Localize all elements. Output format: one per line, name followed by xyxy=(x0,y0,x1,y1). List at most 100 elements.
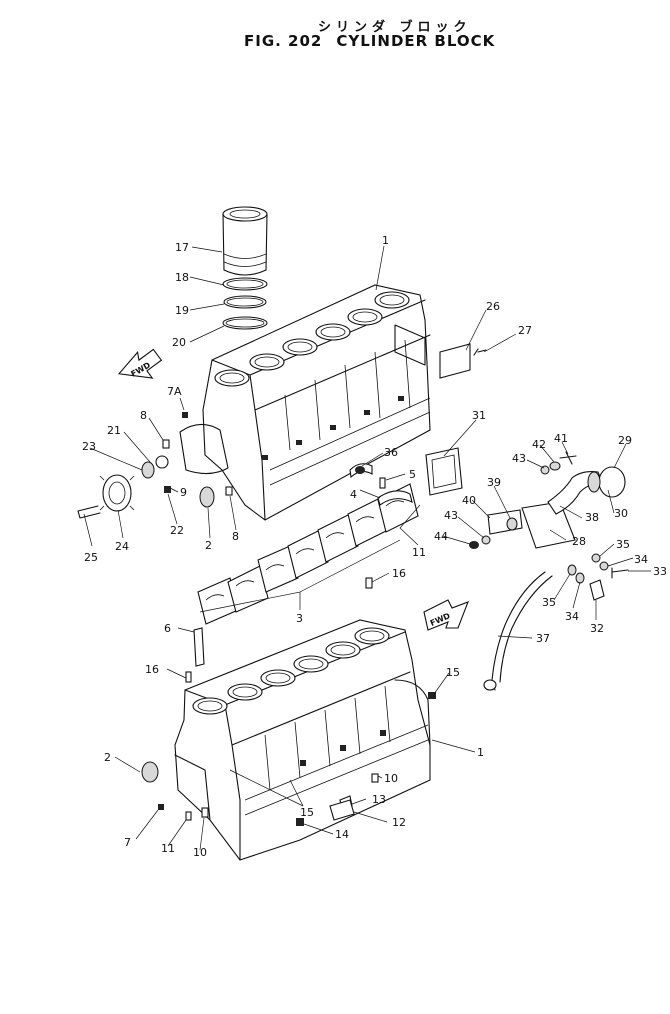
seal-39 xyxy=(506,517,518,531)
dowel-5 xyxy=(379,477,386,489)
callout-13-plug: 13 xyxy=(372,793,386,806)
pin-22 xyxy=(164,486,171,493)
callout-2-seal-upper: 2 xyxy=(205,539,212,552)
figure-name: CYLINDER BLOCK xyxy=(336,32,496,50)
liner-ring-18 xyxy=(222,277,268,291)
fwd-direction-arrow-upper: FWD xyxy=(117,348,163,379)
japanese-subtitle: シリンダ ブロック xyxy=(318,20,472,35)
callout-21-bushing: 21 xyxy=(107,424,121,437)
plug-12 xyxy=(329,799,355,821)
bolt-27 xyxy=(473,348,487,356)
callout-10-plug-upper: 10 xyxy=(384,772,398,785)
callout-38-filler-tube: 38 xyxy=(585,511,599,524)
plug-15-upper xyxy=(428,692,436,699)
o-ring-19 xyxy=(223,295,267,309)
dowel-16-lower xyxy=(185,671,192,683)
plug-7 xyxy=(158,804,164,810)
callout-4-bearing: 4 xyxy=(350,488,357,501)
bolt-41 xyxy=(559,451,577,465)
callout-32-bolt: 32 xyxy=(590,622,604,635)
callout-17-cylinder-liner: 17 xyxy=(175,241,189,254)
callout-labels: 1 17 18 19 20 26 27 7A 8 21 23 9 22 25 2… xyxy=(82,234,667,859)
callout-7-plug: 7 xyxy=(124,836,131,849)
callout-25-bolt: 25 xyxy=(84,551,98,564)
figure-title: FIG. 202 CYLINDER BLOCK xyxy=(244,32,495,50)
callout-2-seal-lower: 2 xyxy=(104,751,111,764)
gauge-guide-37 xyxy=(491,571,553,691)
callout-31-gasket: 31 xyxy=(472,409,486,422)
seal-2-upper xyxy=(199,486,215,508)
o-ring-20 xyxy=(222,316,268,330)
plug-8-upper xyxy=(162,439,170,449)
callout-29-filler-cap: 29 xyxy=(618,434,632,447)
callout-8-plug-upper: 8 xyxy=(140,409,147,422)
callout-34-washer-upper: 34 xyxy=(634,553,648,566)
callout-26-cover: 26 xyxy=(486,300,500,313)
callout-15-plug-upper: 15 xyxy=(446,666,460,679)
gasket-30 xyxy=(587,471,601,493)
callout-6-bolt: 6 xyxy=(164,622,171,635)
plug-8-lower xyxy=(225,486,233,496)
callout-9-part: 9 xyxy=(180,486,187,499)
bracket-28 xyxy=(521,501,576,549)
callout-10-plug-lower: 10 xyxy=(193,846,207,859)
leader-lines xyxy=(83,245,651,851)
callout-35-washer-lower: 35 xyxy=(542,596,556,609)
callout-35-washer-upper: 35 xyxy=(616,538,630,551)
washer-35-lower xyxy=(567,564,577,576)
callout-39-seal: 39 xyxy=(487,476,501,489)
callout-36-nut: 36 xyxy=(384,446,398,459)
callout-43-washer-lower: 43 xyxy=(444,509,458,522)
main-bearing-caps-3 xyxy=(197,483,419,625)
bushing-21 xyxy=(155,455,169,469)
dowel-16-upper xyxy=(365,577,373,589)
callout-28-bracket: 28 xyxy=(572,535,586,548)
callout-34-washer-lower: 34 xyxy=(565,610,579,623)
cover-plate-26 xyxy=(439,343,471,379)
filler-cap-29 xyxy=(598,466,626,498)
callout-40-plate: 40 xyxy=(462,494,476,507)
gasket-31 xyxy=(425,447,463,496)
washer-35-upper xyxy=(591,553,601,563)
bolt-6 xyxy=(193,627,205,667)
plug-10-lower xyxy=(201,807,209,818)
callout-19-o-ring: 19 xyxy=(175,304,189,317)
callout-23-washer: 23 xyxy=(82,440,96,453)
callout-41-bolt: 41 xyxy=(554,432,568,445)
washer-23 xyxy=(141,461,155,479)
bolt-32 xyxy=(589,579,605,601)
dowel-11-lower xyxy=(185,811,192,821)
callout-3-bearing-caps: 3 xyxy=(296,612,303,625)
washer-34-lower xyxy=(575,572,585,584)
timing-gear-24 xyxy=(99,474,135,512)
callout-33-bolt: 33 xyxy=(653,565,667,578)
callout-8-plug-lower: 8 xyxy=(232,530,239,543)
callout-20-o-ring: 20 xyxy=(172,336,186,349)
callout-24-timing-gear: 24 xyxy=(115,540,129,553)
callout-42-washer: 42 xyxy=(532,438,546,451)
figure-number: FIG. 202 xyxy=(244,32,323,50)
callout-37-gauge-guide: 37 xyxy=(536,632,550,645)
callout-16-dowel-upper: 16 xyxy=(392,567,406,580)
callout-1-lower-block: 1 xyxy=(477,746,484,759)
callout-43-washer-upper: 43 xyxy=(512,452,526,465)
callout-11-dowel-lower: 11 xyxy=(161,842,175,855)
callout-14-plug: 14 xyxy=(335,828,349,841)
callout-22-pin: 22 xyxy=(170,524,184,537)
callout-27-bolt: 27 xyxy=(518,324,532,337)
callout-18-liner-ring: 18 xyxy=(175,271,189,284)
fwd-direction-arrow-lower: FWD xyxy=(423,599,469,631)
callout-7A-plug: 7A xyxy=(167,385,182,398)
washer-42 xyxy=(549,461,561,471)
callout-44-nut: 44 xyxy=(434,530,448,543)
callout-16-dowel-lower: 16 xyxy=(145,663,159,676)
upper-cylinder-block xyxy=(179,284,431,521)
callout-30-gasket: 30 xyxy=(614,507,628,520)
callout-1-upper-block: 1 xyxy=(382,234,389,247)
callout-12-plug: 12 xyxy=(392,816,406,829)
plug-7A xyxy=(182,412,188,418)
bolt-33 xyxy=(611,567,629,579)
lower-cylinder-block xyxy=(174,619,431,861)
